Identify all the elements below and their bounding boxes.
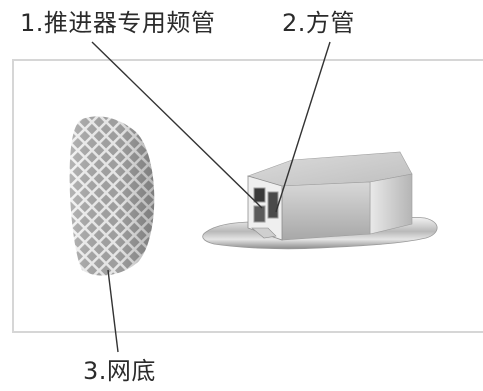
- leader-line-3: [107, 269, 119, 353]
- image-frame: [12, 59, 483, 333]
- leader-line-1: [91, 41, 263, 209]
- leader-line-2: [275, 41, 331, 213]
- buccal-tube: [202, 151, 438, 250]
- label-buccal-tube: 1.推进器专用颊管: [20, 9, 216, 37]
- label-mesh-base: 3.网底: [83, 357, 156, 385]
- mesh-base: [69, 116, 155, 276]
- label-square-tube: 2.方管: [282, 9, 355, 37]
